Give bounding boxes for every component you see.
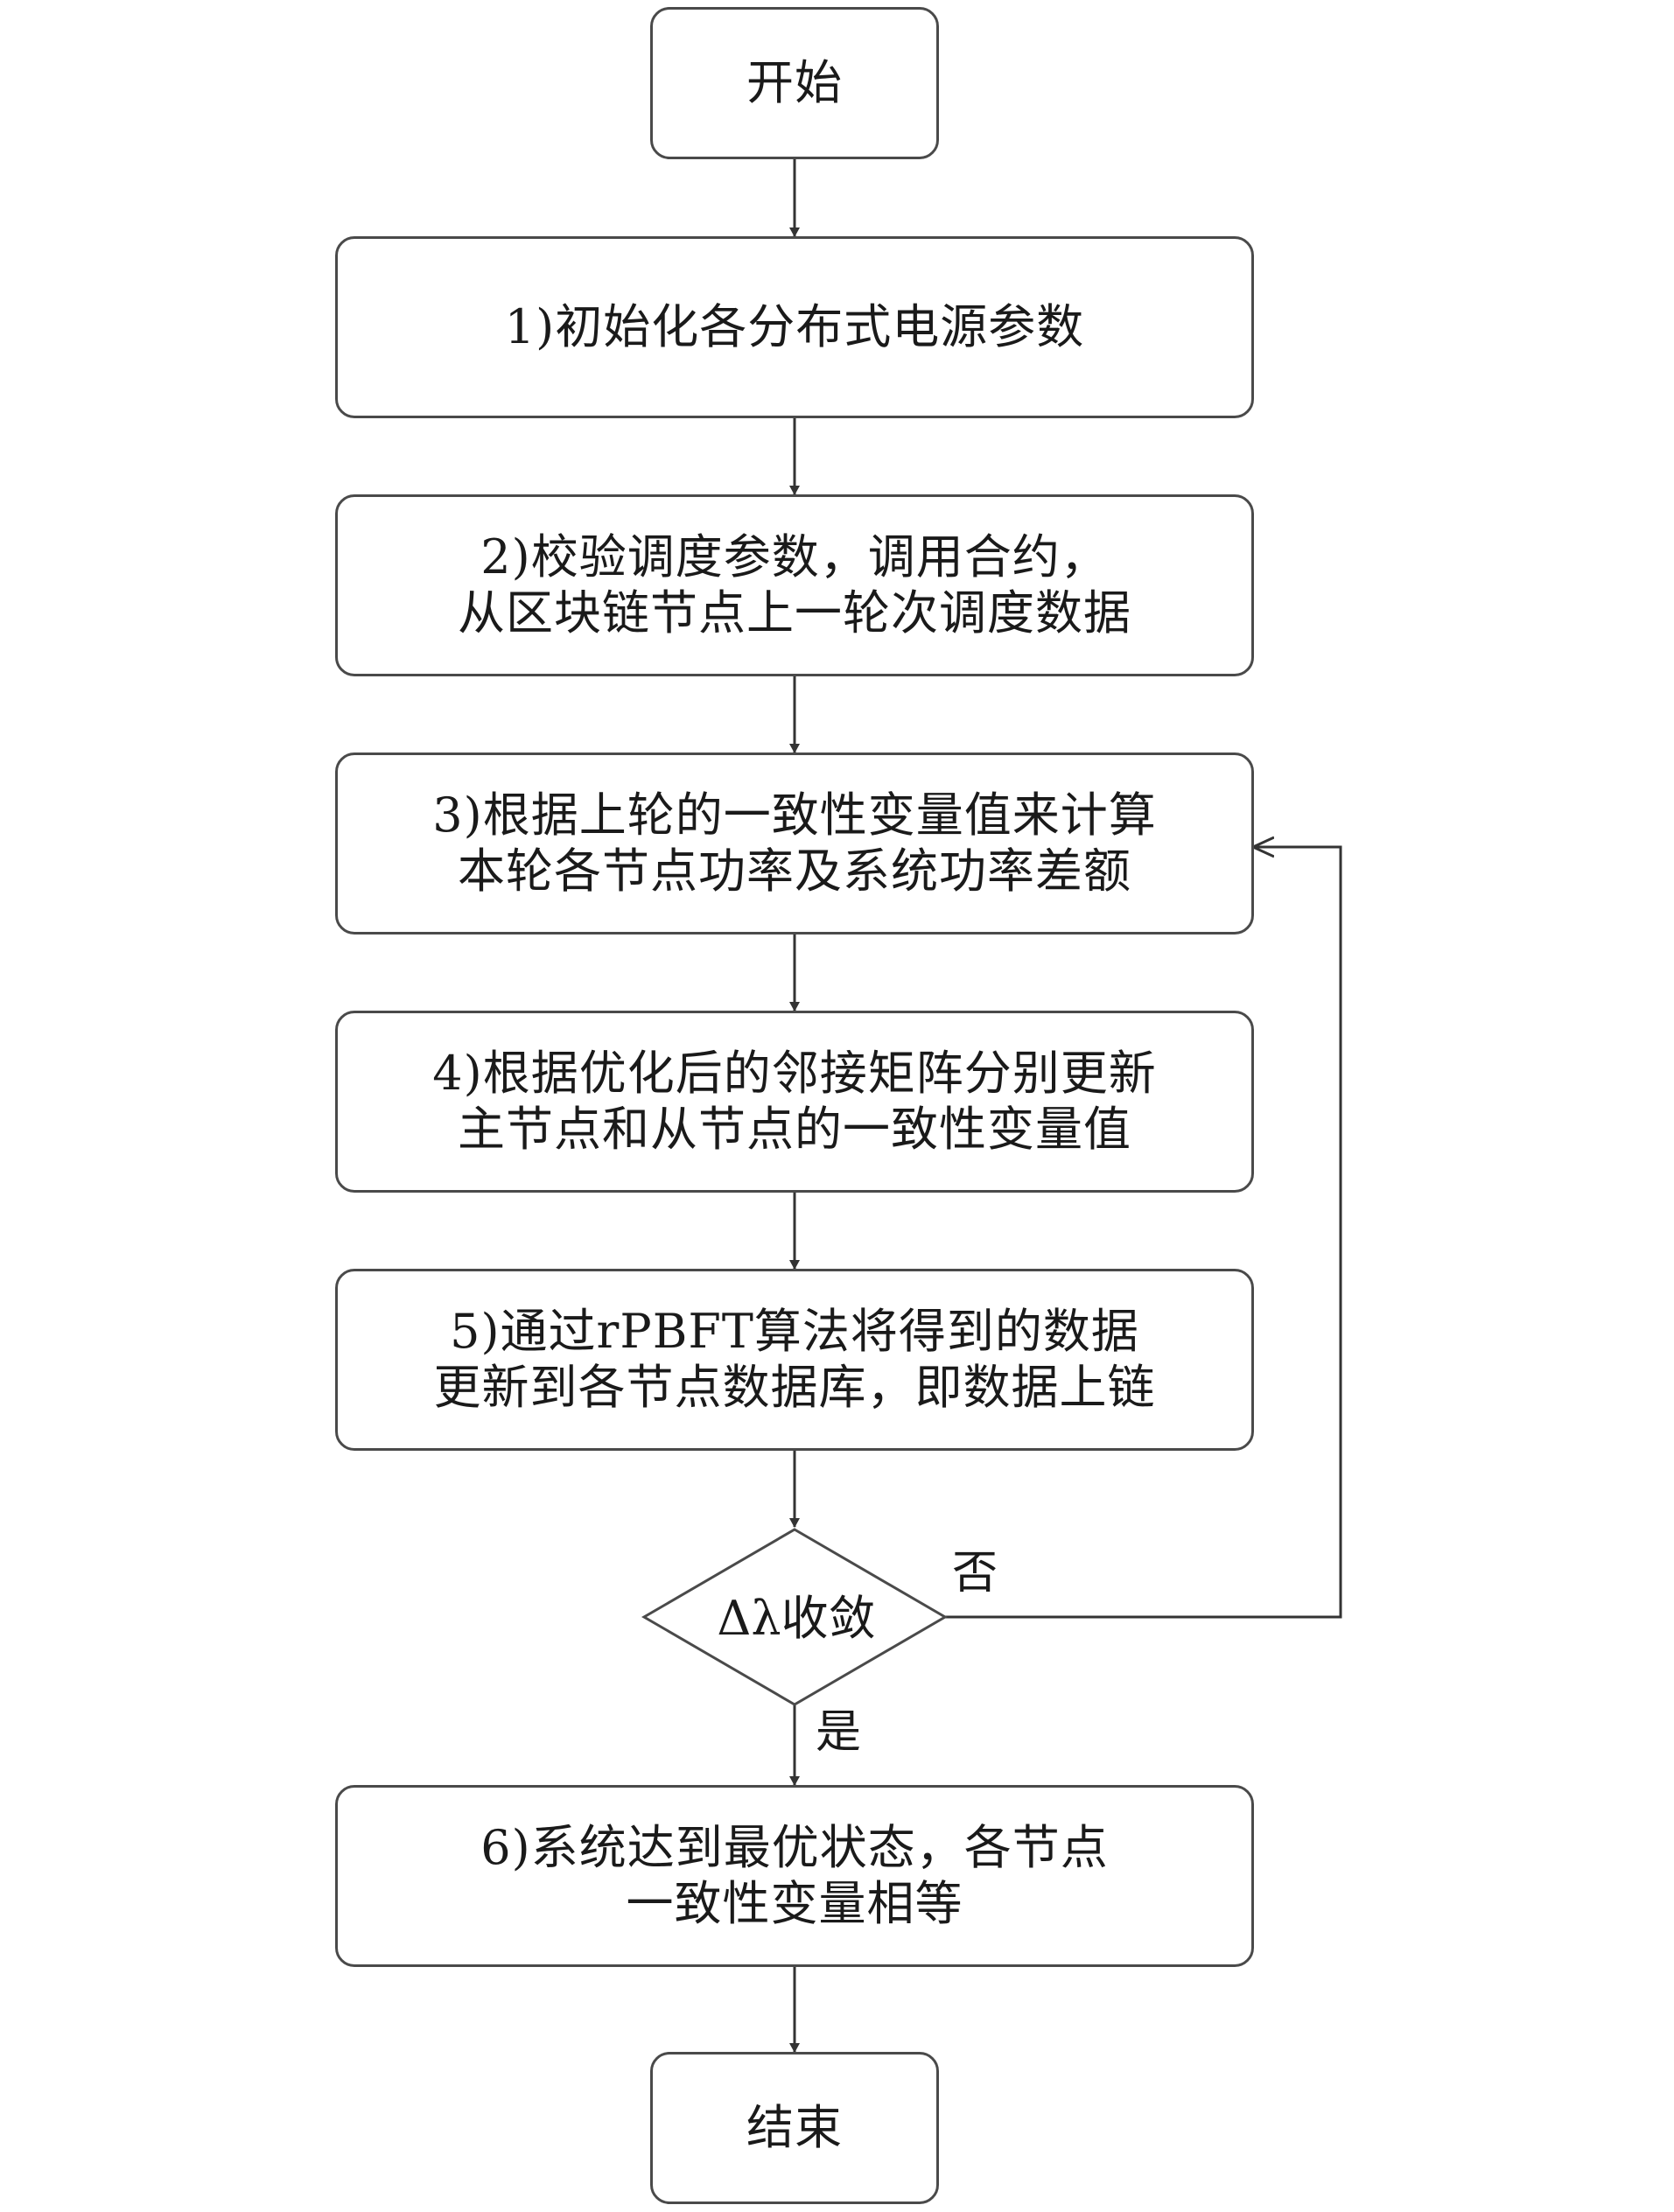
end-node: 结束	[650, 2052, 939, 2204]
step4-box: 4)根据优化后的邻接矩阵分别更新 主节点和从节点的一致性变量值	[335, 1011, 1254, 1193]
start-node: 开始	[650, 7, 939, 159]
step6-box: 6)系统达到最优状态，各节点 一致性变量相等	[335, 1785, 1254, 1967]
step4-line-2: 主节点和从节点的一致性变量值	[458, 1102, 1131, 1157]
step2-box: 2)校验调度参数，调用合约， 从区块链节点上一轮次调度数据	[335, 494, 1254, 676]
step4-line-1: 4)根据优化后的邻接矩阵分别更新	[432, 1046, 1157, 1101]
step3-box: 3)根据上轮的一致性变量值来计算 本轮各节点功率及系统功率差额	[335, 752, 1254, 934]
step6-line-1: 6)系统达到最优状态，各节点	[480, 1820, 1109, 1875]
step3-line-1: 3)根据上轮的一致性变量值来计算	[432, 788, 1157, 843]
step2-line-2: 从区块链节点上一轮次调度数据	[458, 585, 1131, 640]
step5-box: 5)通过rPBFT算法将得到的数据 更新到各节点数据库，即数据上链	[335, 1269, 1254, 1451]
no-branch-label: 否	[952, 1547, 998, 1600]
yes-branch-label: 是	[816, 1706, 862, 1759]
step5-line-2: 更新到各节点数据库，即数据上链	[433, 1360, 1156, 1415]
step1-box: 1)初始化各分布式电源参数	[335, 236, 1254, 418]
step6-line-2: 一致性变量相等	[626, 1876, 963, 1931]
step1-label: 1)初始化各分布式电源参数	[504, 299, 1085, 354]
loop-back-arrow	[945, 847, 1342, 1619]
step5-line-1: 5)通过rPBFT算法将得到的数据	[450, 1304, 1139, 1359]
step3-line-2: 本轮各节点功率及系统功率差额	[458, 844, 1131, 899]
step2-line-1: 2)校验调度参数，调用合约，	[480, 529, 1109, 584]
start-label: 开始	[746, 55, 843, 110]
decision-label: Δλ收敛	[717, 1591, 876, 1646]
end-label: 结束	[746, 2100, 843, 2155]
